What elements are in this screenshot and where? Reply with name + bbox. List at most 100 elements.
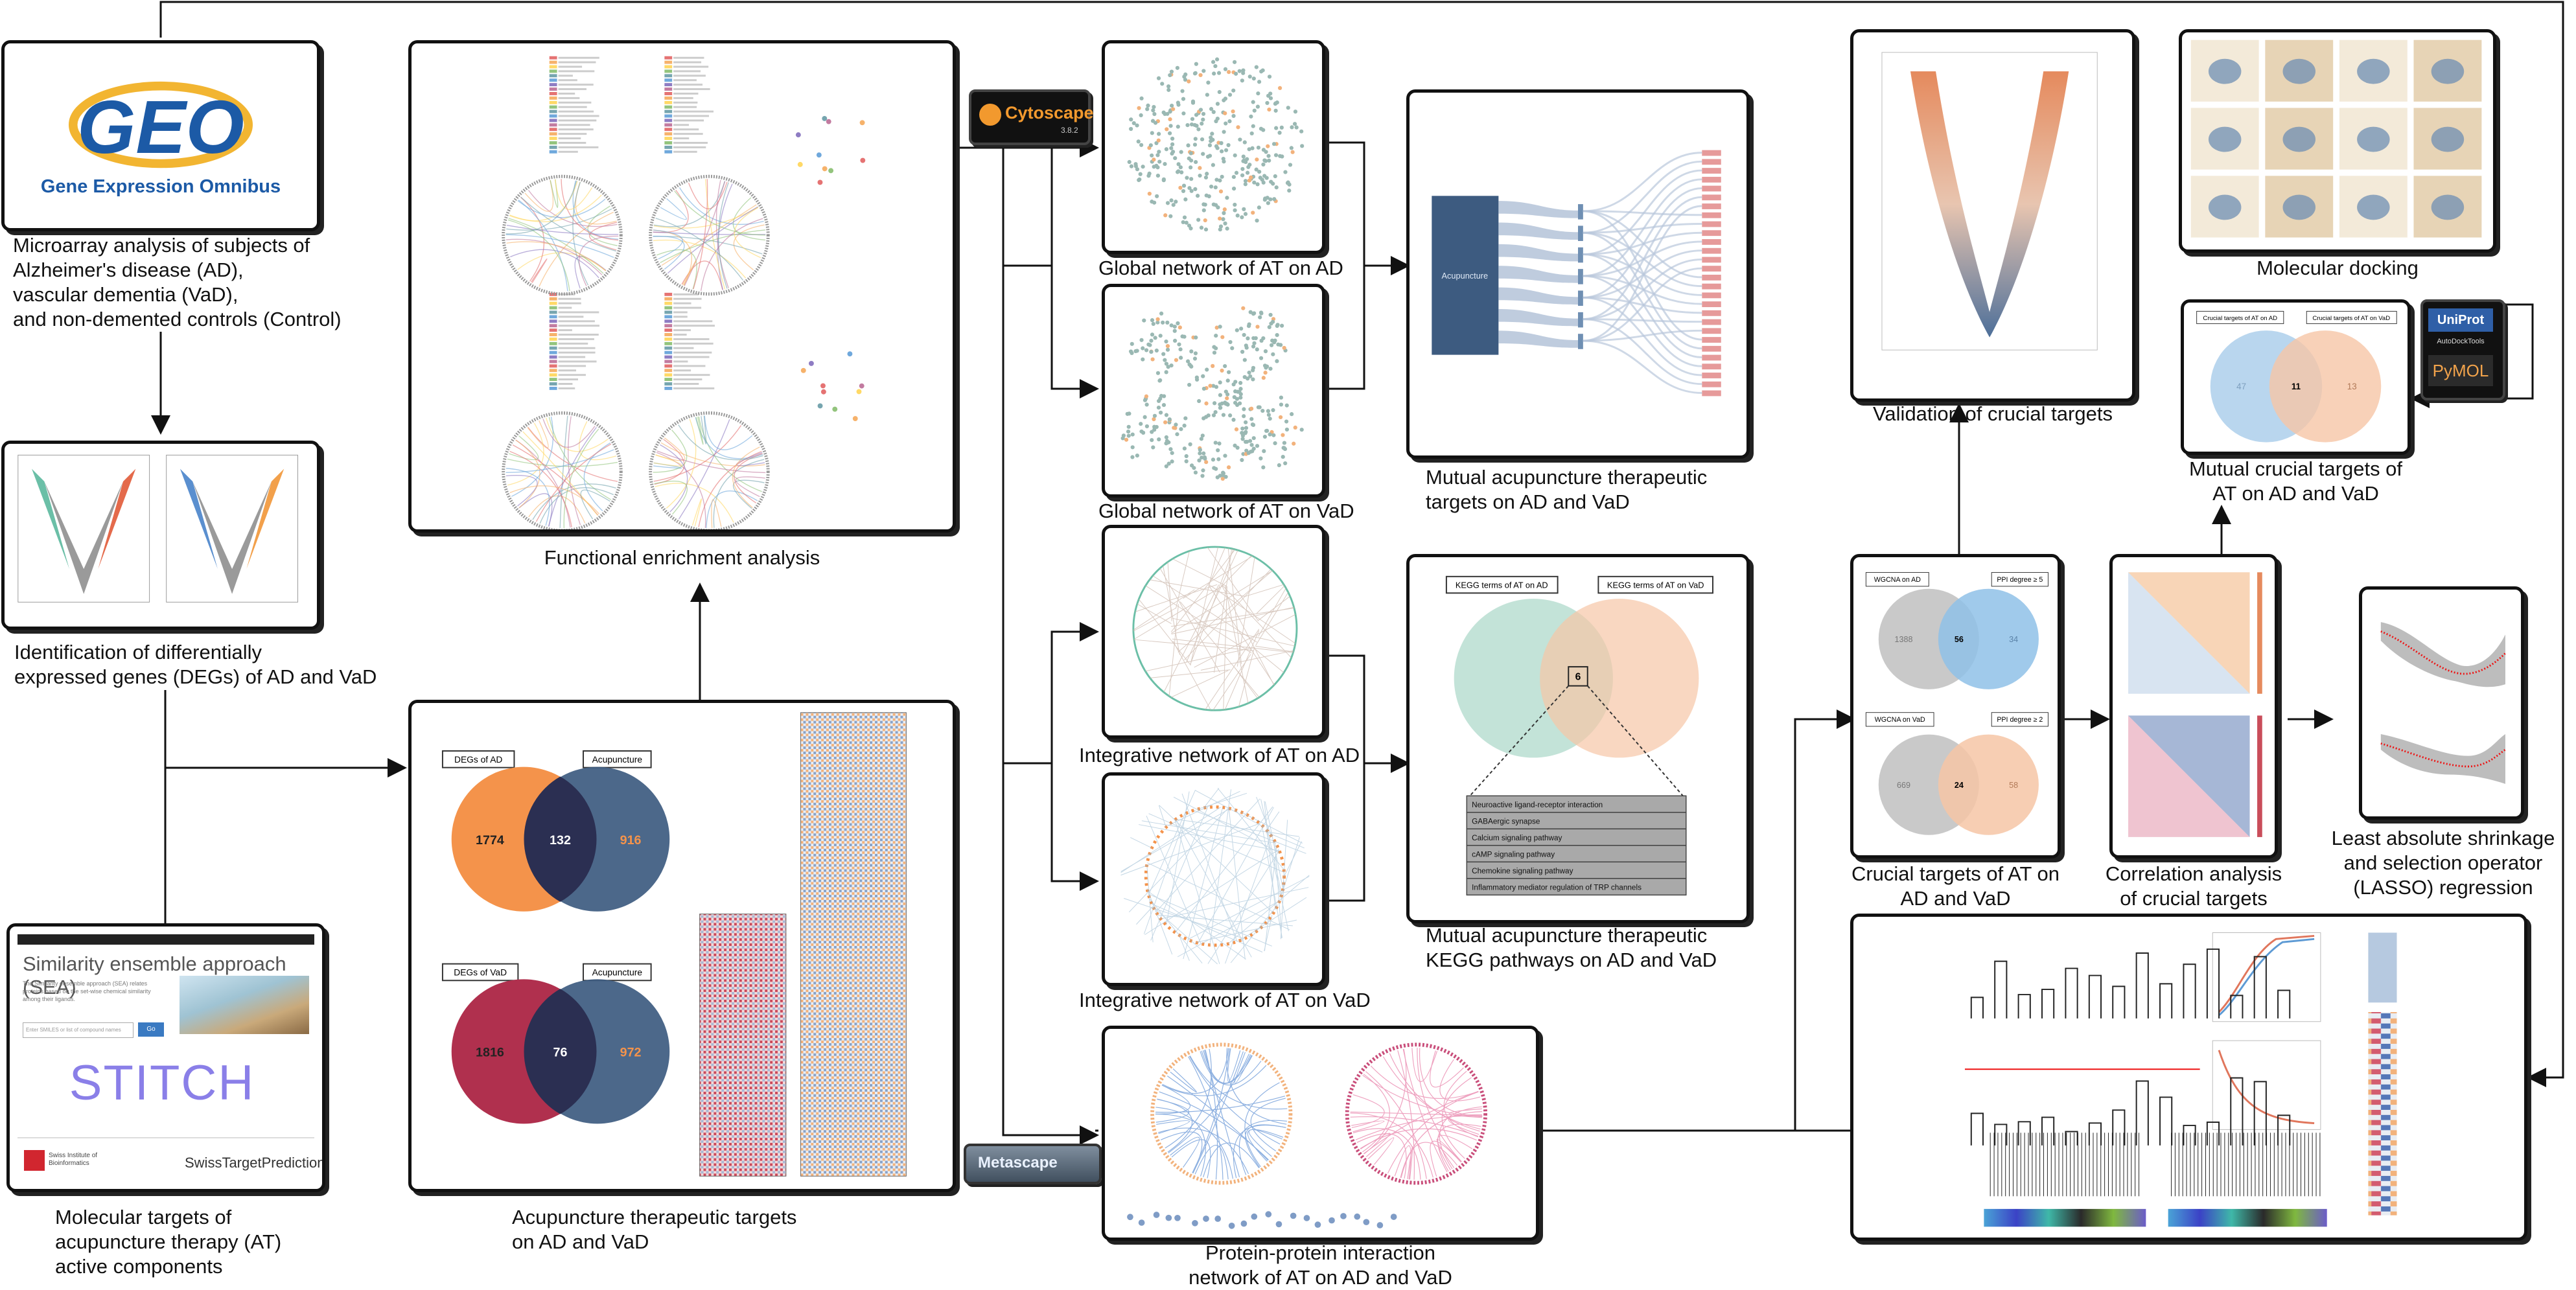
sankey-target-node	[1702, 328, 1721, 334]
ppi-chord	[1244, 1082, 1280, 1168]
network-node	[1180, 334, 1185, 339]
network-node	[1231, 113, 1236, 119]
chord-ring	[649, 174, 770, 296]
enrichment-term-bar	[558, 146, 599, 148]
sea-search-input[interactable]: Enter SMILES or list of compound names	[23, 1022, 133, 1038]
enrichment-term-bar	[558, 70, 595, 73]
network-node	[1204, 193, 1209, 198]
network-node	[1166, 84, 1171, 89]
network-node	[1284, 419, 1289, 424]
chord-link	[655, 483, 734, 523]
network-edge	[1208, 584, 1275, 685]
enrichment-term-bar	[673, 316, 688, 318]
enrichment-term-bar	[673, 360, 688, 363]
enrichment-color-bar	[664, 83, 673, 87]
network-node	[1155, 371, 1161, 375]
crucial-venns: WGCNA on AD PPI degree ≥ 5 1388 56 34 WG…	[1865, 572, 2048, 835]
network-node	[1206, 80, 1211, 85]
chord-link	[572, 180, 619, 240]
enrichment-term-bar	[558, 374, 586, 376]
network-node	[1268, 366, 1273, 371]
ligand-shape	[2357, 126, 2390, 152]
chord-link	[563, 428, 599, 529]
chord-link	[678, 419, 730, 520]
enrichment-color-bar	[664, 92, 673, 95]
cytoscape-icon	[979, 104, 1001, 126]
network-node	[1203, 175, 1209, 180]
network-node	[1223, 97, 1228, 101]
network-node	[1186, 359, 1190, 363]
network-node	[1204, 460, 1209, 465]
docking-poses	[2190, 40, 2482, 238]
network-node	[1190, 463, 1194, 468]
network-edge	[1266, 811, 1280, 831]
network-node	[1173, 338, 1178, 343]
enrichment-term-bar	[558, 316, 584, 318]
network-node	[1144, 394, 1149, 398]
network-node	[1182, 423, 1187, 428]
network-node	[1129, 117, 1133, 122]
network-node	[1170, 451, 1174, 455]
network-node	[1138, 172, 1143, 176]
network-node	[1180, 89, 1185, 93]
network-node	[1223, 221, 1227, 225]
enrichment-color-bar	[549, 324, 557, 328]
network-node	[1267, 325, 1271, 330]
network-edge	[1159, 805, 1274, 914]
venn-vad-left-label: DEGs of VaD	[454, 967, 507, 977]
network-node	[1181, 220, 1185, 225]
cytoscape-name: Cytoscape	[1005, 103, 1094, 122]
network-node	[1260, 178, 1264, 182]
network-node	[1240, 437, 1245, 441]
chord-link	[691, 498, 702, 527]
mutual-crucial-left-label: Crucial targets of AT on AD	[2203, 315, 2277, 322]
network-edge	[1173, 796, 1281, 854]
enrichment-color-bar	[549, 306, 557, 310]
lasso-plots	[2380, 622, 2506, 784]
network-node	[1218, 393, 1223, 397]
ligand-shape	[2208, 58, 2242, 84]
sankey-mid-node	[1578, 290, 1583, 306]
network-node	[1137, 106, 1141, 110]
sankey-link	[1583, 253, 1702, 358]
dendrogram-branch	[2206, 948, 2220, 1019]
network-node	[1231, 88, 1236, 93]
enrichment-term-bar	[673, 365, 706, 367]
ppi-cluster-node	[1228, 1223, 1235, 1229]
network-node	[1240, 426, 1245, 431]
network-node	[1165, 201, 1170, 205]
enrichment-term-bar	[558, 378, 578, 381]
sea-go-button[interactable]: Go	[138, 1022, 164, 1037]
network-node	[1176, 169, 1181, 174]
network-node	[1252, 180, 1257, 185]
network-node	[1124, 437, 1129, 442]
ppi-chord	[1350, 1112, 1433, 1178]
network-edge	[1264, 915, 1273, 952]
chord-link	[506, 225, 619, 235]
network-node	[1240, 78, 1244, 83]
network-node	[1199, 437, 1203, 441]
network-node	[1179, 427, 1183, 432]
network-edge	[1184, 568, 1271, 661]
enrichment-term-bar	[673, 70, 701, 73]
enrichment-color-bar	[664, 382, 673, 386]
network-node	[1251, 124, 1255, 128]
network-node	[1136, 139, 1141, 144]
network-edge	[1207, 850, 1280, 964]
ligand-shape	[2208, 126, 2242, 152]
ppi-chord	[1352, 1128, 1421, 1180]
enrichment-color-bar	[664, 114, 673, 118]
docking-panel	[2179, 29, 2496, 253]
network-node	[1279, 395, 1283, 400]
chord-link	[579, 420, 616, 461]
network-node	[1245, 439, 1249, 444]
network-node	[1141, 357, 1145, 362]
network-node	[1203, 202, 1207, 207]
chord-link	[559, 415, 568, 528]
network-edge	[1183, 807, 1224, 960]
network-node	[1267, 107, 1271, 112]
network-node	[1198, 73, 1203, 78]
network-node	[1212, 351, 1217, 355]
network-node	[1235, 328, 1239, 332]
network-node	[1292, 441, 1296, 446]
